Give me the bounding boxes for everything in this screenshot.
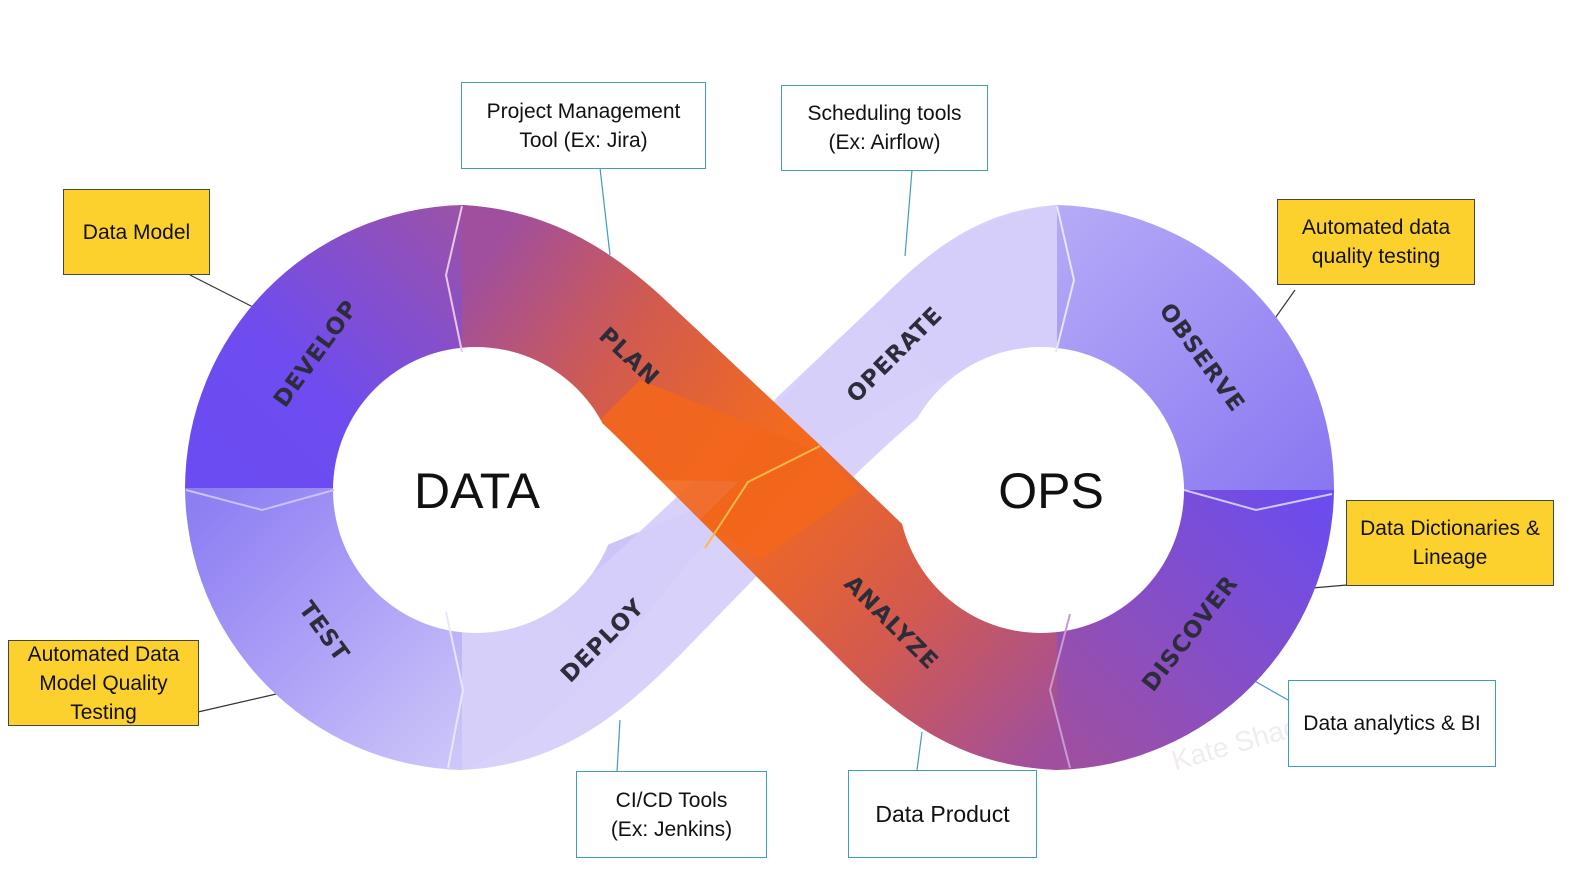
hole-right — [898, 347, 1184, 633]
callout-line: quality testing — [1311, 245, 1441, 268]
segment-discover — [1057, 490, 1334, 770]
segment-develop — [185, 205, 462, 488]
callout-line: (Ex: Jenkins) — [610, 817, 733, 841]
callout-line: Model Quality — [39, 671, 168, 695]
callout-line: (Ex: Airflow) — [828, 131, 941, 154]
band-orange-center — [600, 380, 860, 560]
segment-test — [185, 488, 462, 770]
divider-test-deploy — [445, 611, 465, 769]
divider-develop-test — [185, 489, 335, 512]
band-plan-overlay — [462, 205, 820, 482]
hole-left — [333, 347, 619, 633]
connector-data-model — [189, 274, 256, 309]
callout-data-model: Data Model — [63, 189, 210, 275]
callout-text: Data Product — [875, 800, 1009, 829]
callout-cicd: CI/CD Tools (Ex: Jenkins) — [576, 771, 767, 858]
connector-dictionaries — [1311, 584, 1348, 589]
callout-text: CI/CD Tools (Ex: Jenkins) — [611, 786, 732, 844]
callout-automated-quality: Automated data quality testing — [1277, 199, 1475, 285]
segment-observe — [1057, 205, 1335, 490]
callout-line: Project Management — [486, 99, 681, 123]
callout-line: Data Model — [82, 220, 191, 244]
callout-line: CI/CD Tools — [615, 788, 728, 812]
divider-crossing — [704, 445, 821, 549]
callout-text: Scheduling tools (Ex: Airflow) — [807, 99, 961, 157]
connector-data-product — [916, 731, 923, 771]
connector-cicd — [616, 719, 621, 773]
callout-line: Tool (Ex: Jira) — [519, 128, 648, 152]
callout-line: Testing — [70, 700, 137, 724]
callout-data-product: Data Product — [848, 770, 1037, 858]
callout-text: Data Dictionaries & Lineage — [1360, 514, 1540, 572]
connector-scheduling — [904, 169, 913, 257]
callout-line: Data Dictionaries & — [1360, 517, 1540, 540]
divider-operate-observe — [1055, 205, 1076, 353]
callout-text: Data Model — [83, 218, 190, 247]
connector-model-quality — [197, 691, 286, 713]
callout-line: Data analytics & BI — [1303, 712, 1481, 735]
callout-line: Automated Data — [27, 642, 180, 666]
center-word-ops: OPS — [998, 463, 1104, 519]
connector-project-management — [599, 167, 611, 256]
callout-text: Data analytics & BI — [1303, 709, 1480, 738]
callout-scheduling: Scheduling tools (Ex: Airflow) — [781, 85, 988, 171]
callout-line: Scheduling tools — [807, 102, 962, 125]
divider-analyze-discover — [1048, 613, 1071, 769]
divider-develop-plan — [444, 205, 463, 353]
callout-line: Lineage — [1412, 546, 1488, 569]
center-word-data: DATA — [414, 463, 541, 519]
callout-line: Automated data — [1301, 216, 1451, 239]
callout-dictionaries: Data Dictionaries & Lineage — [1346, 500, 1554, 586]
callout-text: Automated data quality testing — [1302, 213, 1450, 271]
callout-analytics: Data analytics & BI — [1288, 680, 1496, 767]
divider-observe-discover — [1183, 489, 1333, 512]
callout-line: Data Product — [875, 800, 1010, 827]
